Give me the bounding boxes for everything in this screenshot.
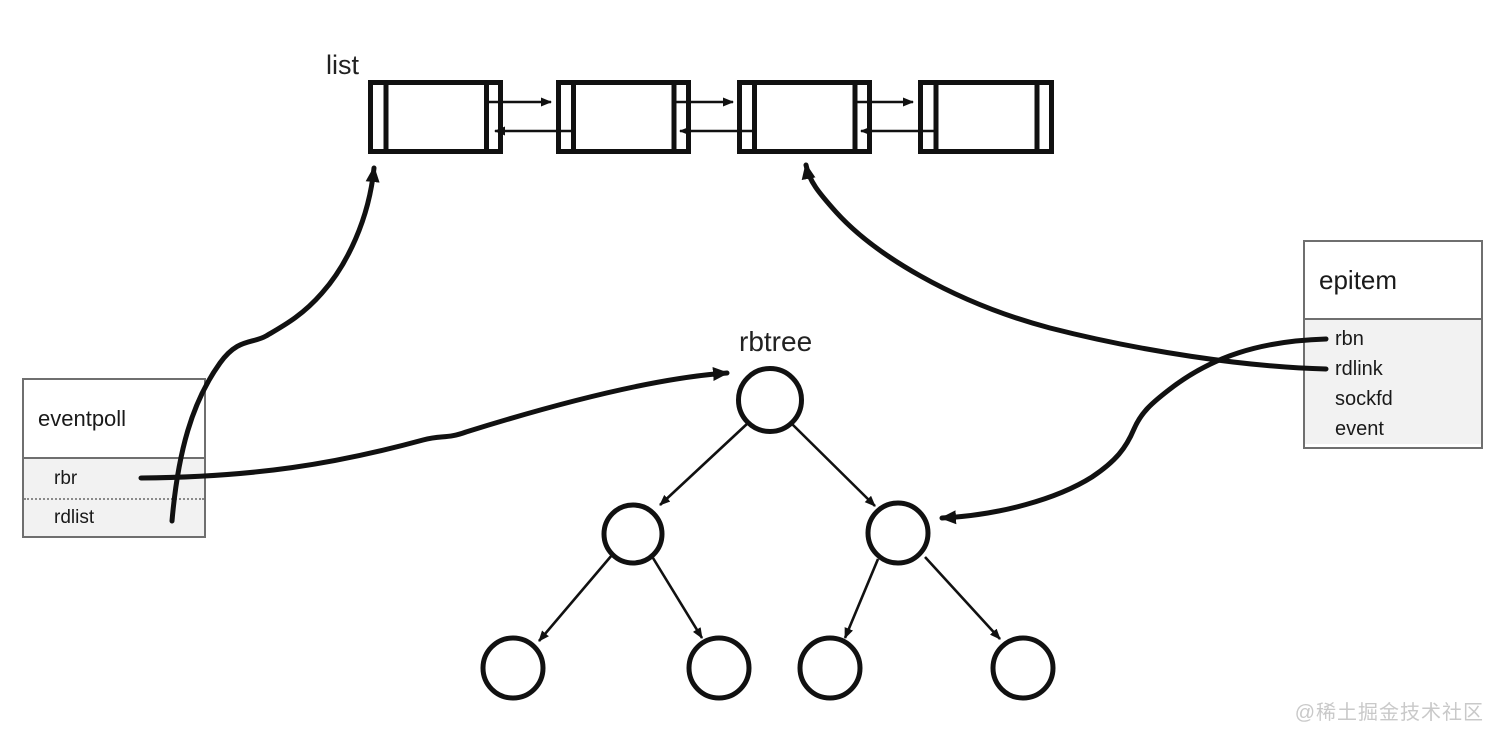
rbtree-root-node: [736, 366, 804, 434]
field-sockfd: sockfd: [1305, 384, 1481, 414]
rbtree: [480, 366, 1056, 701]
pointer-curve-rbn-to-rbtree: [939, 336, 1329, 525]
field-rdlist: rdlist: [24, 500, 204, 536]
rbtree-node: [865, 500, 931, 566]
epitem-struct: epitem rbn rdlink sockfd event: [1303, 240, 1483, 449]
list-node: [368, 80, 503, 154]
list-node: [556, 80, 691, 154]
field-rbr-label: rbr: [54, 467, 78, 489]
epitem-title: epitem: [1319, 264, 1398, 295]
rbtree-leaf-node: [797, 635, 863, 701]
field-event-label: event: [1335, 417, 1384, 440]
field-rdlist-label: rdlist: [54, 507, 95, 528]
eventpoll-header: eventpoll: [24, 380, 204, 457]
eventpoll-body: rbr rdlist: [24, 457, 204, 536]
rbtree-label: rbtree: [739, 326, 813, 357]
field-rbn-label: rbn: [1335, 327, 1364, 350]
rbtree-leaf-node: [990, 635, 1056, 701]
rbtree-leaf-node: [480, 635, 546, 701]
tree-edge: [843, 558, 880, 639]
epitem-header: epitem: [1305, 242, 1481, 318]
pointer-curve-rdlink-to-list: [801, 162, 1329, 372]
eventpoll-struct: eventpoll rbr rdlist: [22, 378, 206, 538]
field-rdlink: rdlink: [1305, 354, 1481, 384]
eventpoll-title: eventpoll: [38, 405, 127, 431]
tree-edge: [924, 556, 1001, 640]
tree-edge: [651, 557, 704, 639]
epitem-body: rbn rdlink sockfd event: [1305, 318, 1481, 444]
list-node: [737, 80, 872, 154]
watermark: @稀土掘金技术社区: [1294, 702, 1484, 724]
list-link-arrows: [489, 97, 935, 136]
tree-edge: [659, 422, 749, 506]
tree-edge: [538, 554, 613, 642]
list-label: list: [326, 50, 359, 80]
pointer-curves: [138, 162, 1329, 525]
rbtree-node: [601, 502, 665, 566]
linked-list: [368, 80, 1054, 154]
field-event: event: [1305, 414, 1481, 444]
list-node: [918, 80, 1054, 154]
rbtree-edges: [538, 422, 1001, 642]
pointer-curve-rbr-to-rbtree: [138, 366, 730, 481]
field-rbr: rbr: [24, 459, 204, 500]
field-rbn: rbn: [1305, 324, 1481, 354]
rbtree-leaf-node: [686, 635, 752, 701]
field-sockfd-label: sockfd: [1335, 387, 1393, 410]
tree-edge: [791, 423, 876, 507]
field-rdlink-label: rdlink: [1335, 357, 1383, 380]
